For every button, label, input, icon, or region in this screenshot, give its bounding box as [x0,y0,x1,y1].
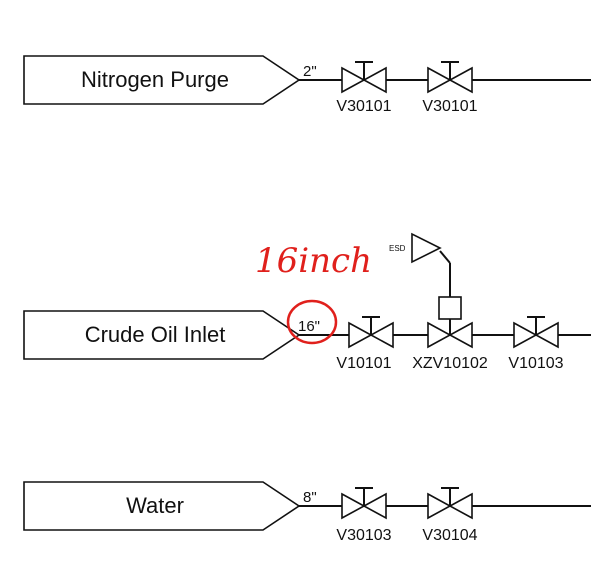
valve-tag: XZV10102 [412,355,488,372]
nitrogen-purge-line: Nitrogen Purge 2" V30101 V30101 [23,55,591,115]
nitrogen-source-flag[interactable] [23,55,301,105]
valve-tag: V30103 [336,527,391,544]
crude-oil-inlet-line: Crude Oil Inlet 16" V10101 XZV10102 ESD [23,232,591,372]
valve-v30101-b[interactable] [427,61,473,94]
valve-tag: V10103 [508,355,563,372]
valve-v30101-a[interactable] [341,61,387,94]
water-source-label: Water [126,493,184,518]
valve-v10103[interactable] [513,316,559,349]
nitrogen-pipe-size: 2" [303,63,317,80]
valve-tag: V30104 [422,527,477,544]
crude-source-label: Crude Oil Inlet [85,322,226,347]
actuator-box [438,296,462,320]
crude-pipe-size: 16" [298,318,320,335]
valve-tag: V30101 [422,98,477,115]
annotation-circle [286,299,338,345]
crude-source-flag[interactable] [23,310,301,360]
valve-xzv10102[interactable] [427,250,473,349]
valve-tag: V30101 [336,98,391,115]
esd-symbol[interactable] [411,232,442,264]
valve-tag: V10101 [336,355,391,372]
handwritten-annotation: 16inch [255,241,372,281]
nitrogen-source-label: Nitrogen Purge [81,67,229,92]
valve-v30103[interactable] [341,487,387,520]
valve-v30104[interactable] [427,487,473,520]
signal-line [439,250,451,264]
esd-label: ESD [389,244,406,253]
valve-v10101[interactable] [348,316,394,349]
water-pipe-size: 8" [303,489,317,506]
water-source-flag[interactable] [23,481,301,531]
water-line: Water 8" V30103 V30104 [23,481,591,544]
